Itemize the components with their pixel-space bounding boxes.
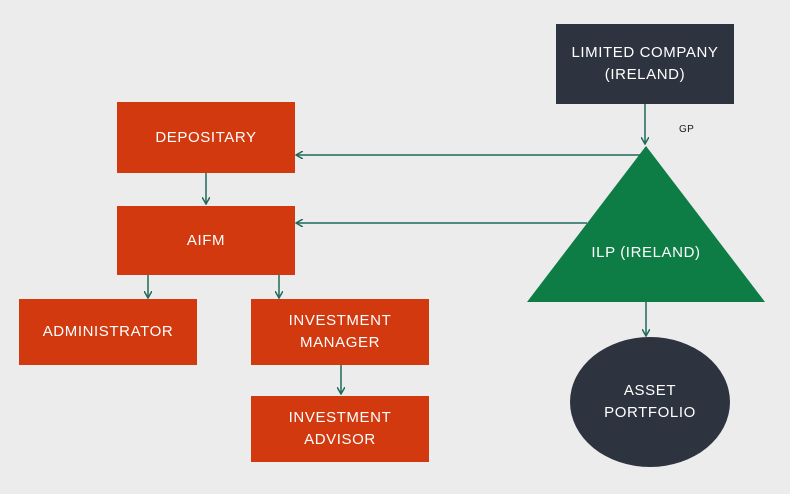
aifm-node: AIFM bbox=[117, 206, 295, 275]
gp-edge-label: GP bbox=[679, 124, 695, 135]
depositary-node: DEPOSITARY bbox=[117, 102, 295, 173]
investment-advisor-node: INVESTMENT ADVISOR bbox=[251, 396, 429, 462]
asset-portfolio-label: ASSET PORTFOLIO bbox=[604, 382, 696, 421]
depositary-label: DEPOSITARY bbox=[155, 128, 257, 146]
investment-manager-label: INVESTMENT MANAGER bbox=[288, 312, 392, 351]
ilp-triangle bbox=[527, 146, 765, 302]
limited-company-label: LIMITED COMPANY (IRELAND) bbox=[571, 44, 719, 83]
ilp-label: ILP (IRELAND) bbox=[591, 244, 701, 261]
aifm-label: AIFM bbox=[186, 231, 226, 249]
investment-manager-node: INVESTMENT MANAGER bbox=[251, 299, 429, 365]
investment-advisor-label: INVESTMENT ADVISOR bbox=[288, 409, 392, 448]
limited-company-node: LIMITED COMPANY (IRELAND) bbox=[556, 24, 734, 104]
administrator-node: ADMINISTRATOR bbox=[19, 299, 197, 365]
asset-portfolio-circle bbox=[570, 337, 730, 467]
administrator-label: ADMINISTRATOR bbox=[42, 323, 174, 340]
